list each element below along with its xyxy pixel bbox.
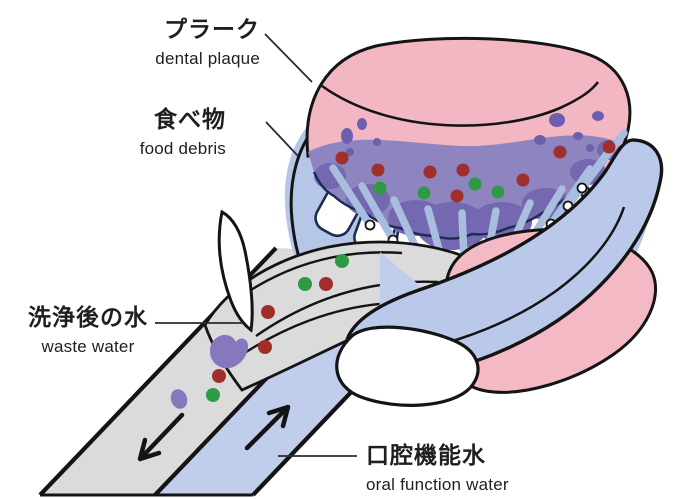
plaque-spots (341, 111, 604, 156)
chin-loop (335, 325, 480, 407)
label-food-debris: 食べ物 food debris (140, 104, 226, 164)
label-dental-plaque: プラーク dental plaque (155, 14, 260, 74)
leader-lines (155, 33, 357, 457)
label-food-debris-ja: 食べ物 (154, 106, 226, 132)
label-dental-plaque-ja: プラーク (164, 16, 260, 42)
food-leader (265, 121, 299, 157)
label-oral-function-water-en: oral function water (366, 475, 509, 494)
gum-contour-line (321, 81, 600, 127)
label-waste-water-en: waste water (41, 337, 135, 356)
plaque-blob-small (170, 389, 188, 409)
flow-arrows (137, 404, 291, 462)
waste-flow-arrow (137, 412, 185, 462)
label-oral-function-water-ja: 口腔機能水 (366, 442, 486, 468)
label-food-debris-en: food debris (139, 139, 226, 158)
label-waste-water-ja: 洗浄後の水 (28, 304, 148, 330)
mouthpiece-flap (217, 209, 254, 333)
label-oral-function-water: 口腔機能水 oral function water (366, 440, 509, 499)
label-dental-plaque-en: dental plaque (155, 49, 260, 68)
plaque-leader (264, 33, 313, 83)
food-debris-particles (335, 140, 616, 203)
clean-flow-arrow (244, 404, 291, 451)
collected-debris (298, 254, 349, 291)
waste-water-contents (170, 305, 275, 409)
label-waste-water: 洗浄後の水 waste water (18, 302, 158, 362)
plaque-blob-large (210, 334, 248, 369)
